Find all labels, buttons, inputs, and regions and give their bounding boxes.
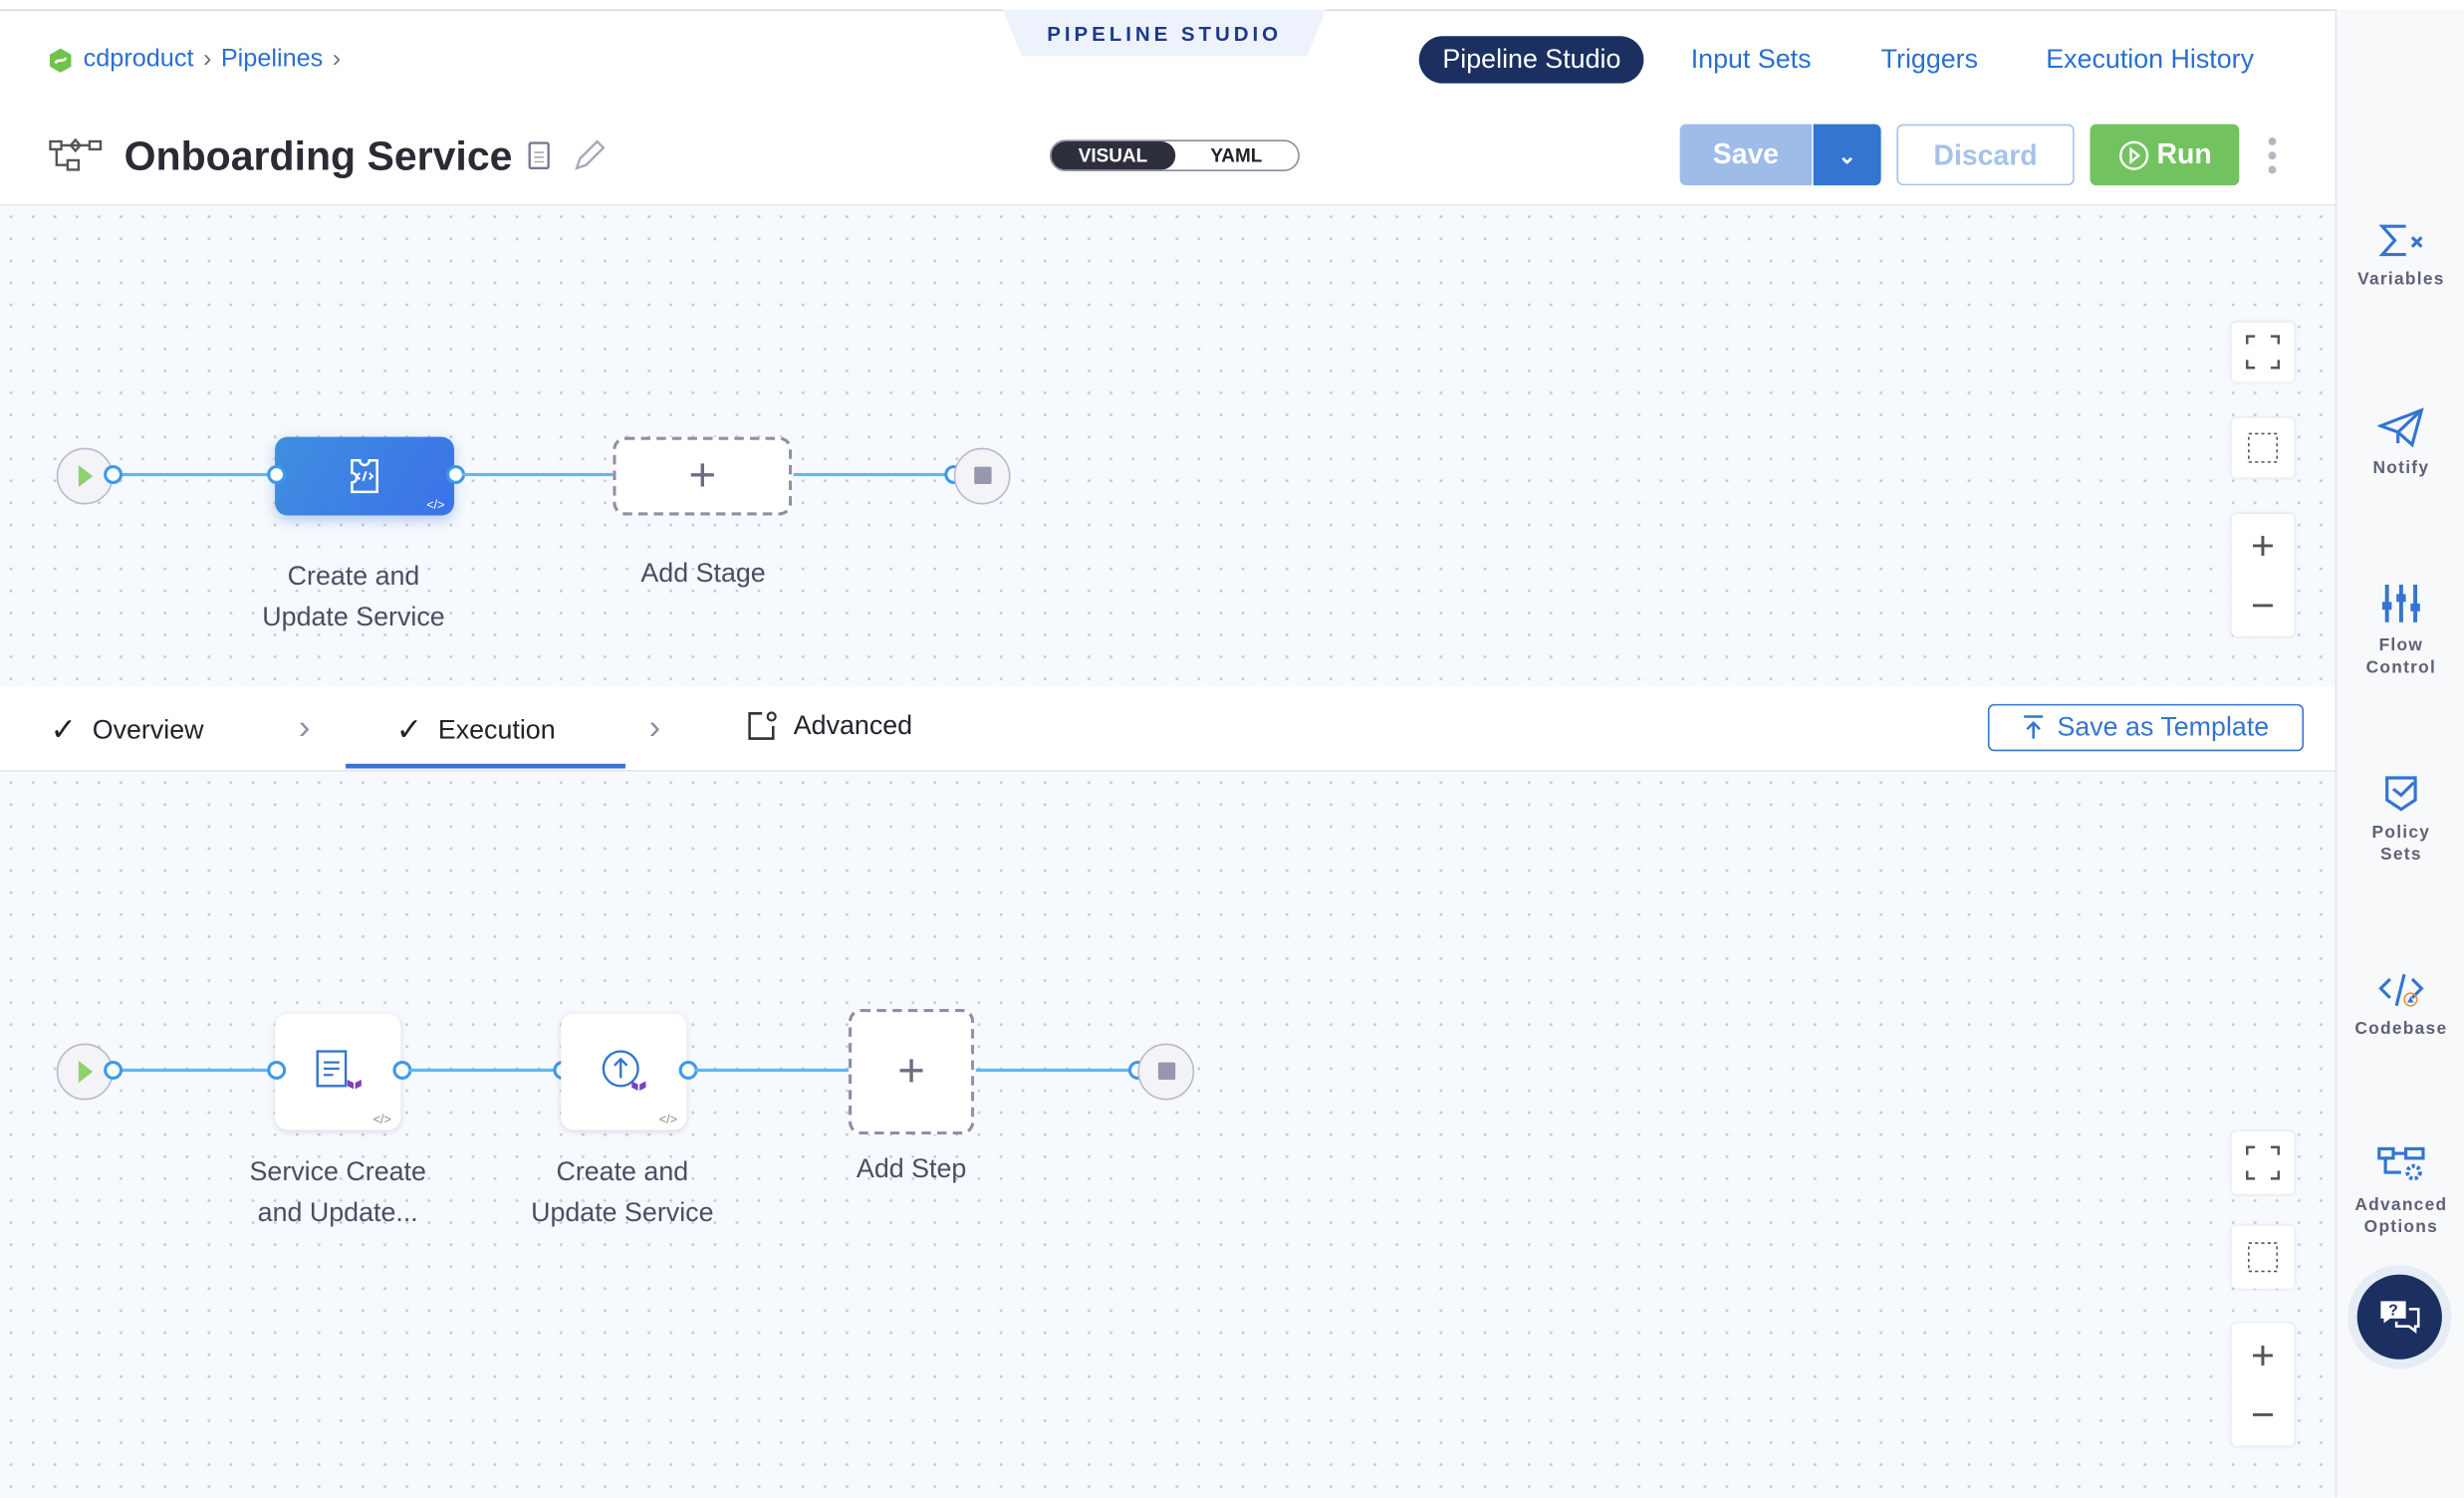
add-step-label: Add Step bbox=[856, 1153, 967, 1184]
fullscreen-icon bbox=[2245, 335, 2281, 370]
sliders-icon bbox=[2381, 584, 2420, 623]
view-toggle[interactable]: VISUAL YAML bbox=[1049, 139, 1300, 171]
terraform-apply-icon bbox=[602, 1050, 646, 1091]
stop-icon bbox=[974, 466, 992, 484]
svg-text:?: ? bbox=[2388, 1303, 2398, 1320]
advanced-options-icon bbox=[2377, 1146, 2425, 1181]
project-icon bbox=[50, 47, 72, 73]
end-node bbox=[1137, 1043, 1195, 1101]
send-icon bbox=[2377, 407, 2424, 448]
plus-icon: + bbox=[897, 1045, 925, 1098]
stop-icon bbox=[1157, 1062, 1176, 1080]
add-step-button[interactable]: + bbox=[849, 1008, 975, 1135]
edit-pencil-icon[interactable] bbox=[572, 138, 607, 173]
select-box-icon bbox=[2248, 432, 2279, 463]
run-label: Run bbox=[2156, 137, 2212, 170]
pipeline-studio-label: PIPELINE STUDIO bbox=[1002, 9, 1327, 57]
breadcrumb-project[interactable]: cdproduct bbox=[83, 45, 194, 73]
fit-to-screen-button[interactable] bbox=[2231, 1131, 2295, 1195]
chevron-right-icon: › bbox=[332, 45, 342, 73]
zoom-out-icon[interactable]: − bbox=[2251, 581, 2276, 629]
tab-overview[interactable]: ✓Overview bbox=[50, 710, 203, 749]
tab-advanced[interactable]: Advanced bbox=[746, 710, 912, 742]
save-button[interactable]: Save bbox=[1679, 124, 1813, 186]
step-node-create-update-service[interactable]: </> bbox=[561, 1013, 687, 1130]
zoom-in-icon[interactable]: + bbox=[2251, 1331, 2276, 1378]
select-area-button[interactable] bbox=[2231, 417, 2295, 478]
more-options-icon[interactable] bbox=[2266, 135, 2279, 176]
tab-execution[interactable]: ✓Execution bbox=[396, 710, 556, 749]
play-icon bbox=[78, 465, 94, 488]
end-node bbox=[953, 447, 1011, 505]
breadcrumb: cdproduct › Pipelines › bbox=[47, 46, 341, 74]
variables-icon bbox=[2378, 224, 2423, 257]
notes-icon[interactable] bbox=[528, 141, 550, 170]
stage-canvas[interactable] bbox=[0, 205, 2336, 687]
fit-to-screen-button[interactable] bbox=[2231, 322, 2295, 382]
code-icon: </> bbox=[372, 1113, 391, 1127]
upload-icon bbox=[2024, 715, 2044, 739]
sidebar-item-codebase[interactable]: Codebase bbox=[2337, 971, 2464, 1040]
breadcrumb-pipelines[interactable]: Pipelines bbox=[220, 45, 324, 73]
zoom-controls: + − bbox=[2231, 513, 2295, 637]
plus-icon: + bbox=[688, 449, 717, 502]
save-dropdown-button[interactable]: ⌄ bbox=[1812, 124, 1881, 186]
code-icon: </> bbox=[658, 1113, 678, 1127]
chevron-right-icon: › bbox=[202, 45, 212, 73]
step-node-service-create-update[interactable]: </> bbox=[275, 1013, 401, 1130]
chevron-right-icon: › bbox=[648, 707, 661, 747]
chat-help-icon: ? bbox=[2380, 1301, 2420, 1334]
nav-triggers[interactable]: Triggers bbox=[1880, 44, 1979, 75]
start-node bbox=[56, 1043, 114, 1101]
custom-stage-icon bbox=[351, 459, 378, 494]
toggle-visual[interactable]: VISUAL bbox=[1051, 141, 1175, 170]
toggle-yaml[interactable]: YAML bbox=[1210, 144, 1263, 167]
stage-node-create-update-service[interactable]: </> bbox=[275, 436, 454, 516]
help-chat-button[interactable]: ? bbox=[2356, 1274, 2442, 1360]
zoom-in-icon[interactable]: + bbox=[2251, 521, 2276, 570]
codebase-icon bbox=[2378, 973, 2424, 1007]
nav-pipeline-studio[interactable]: Pipeline Studio bbox=[1418, 36, 1645, 84]
select-area-button[interactable] bbox=[2231, 1225, 2295, 1289]
zoom-controls: + − bbox=[2231, 1323, 2295, 1446]
check-icon: ✓ bbox=[395, 713, 423, 749]
active-tab-indicator bbox=[346, 763, 625, 769]
sidebar-item-notify[interactable]: Notify bbox=[2337, 407, 2464, 480]
policy-shield-icon bbox=[2385, 776, 2417, 812]
pipeline-icon bbox=[49, 137, 103, 171]
execution-canvas[interactable] bbox=[0, 771, 2336, 1498]
advanced-settings-icon bbox=[748, 711, 777, 740]
select-box-icon bbox=[2248, 1242, 2279, 1273]
nav-input-sets[interactable]: Input Sets bbox=[1690, 44, 1812, 75]
check-icon: ✓ bbox=[50, 713, 77, 749]
terraform-plan-icon bbox=[316, 1050, 362, 1090]
pipeline-title: Onboarding Service bbox=[123, 131, 513, 179]
add-stage-label: Add Stage bbox=[640, 558, 766, 589]
sidebar-item-variables[interactable]: Variables bbox=[2337, 221, 2464, 290]
play-circle-icon bbox=[2118, 139, 2148, 170]
discard-button[interactable]: Discard bbox=[1896, 124, 2075, 186]
zoom-out-icon[interactable]: − bbox=[2251, 1390, 2276, 1438]
nav-execution-history[interactable]: Execution History bbox=[2046, 44, 2255, 75]
fullscreen-icon bbox=[2245, 1145, 2281, 1180]
save-as-template-button[interactable]: Save as Template bbox=[1987, 703, 2305, 752]
chevron-down-icon: ⌄ bbox=[1838, 142, 1856, 168]
stage-tabs bbox=[0, 686, 2336, 772]
code-icon: </> bbox=[426, 498, 445, 513]
run-button[interactable]: Run bbox=[2090, 124, 2240, 186]
play-icon bbox=[78, 1061, 94, 1084]
chevron-right-icon: › bbox=[298, 707, 311, 747]
add-stage-button[interactable]: + bbox=[613, 436, 793, 516]
